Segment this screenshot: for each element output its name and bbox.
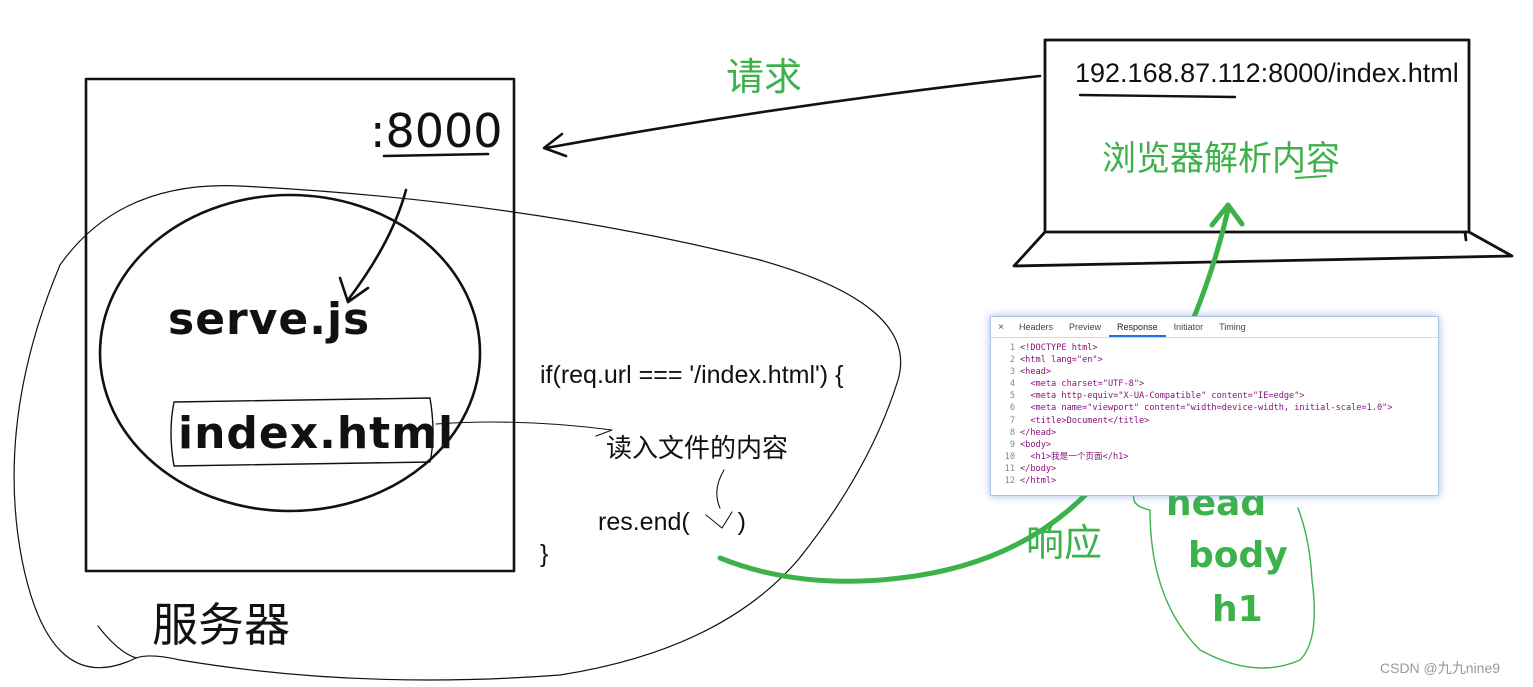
tab-response[interactable]: Response: [1109, 317, 1166, 337]
source-text: <body>: [1020, 439, 1052, 450]
tab-headers[interactable]: Headers: [1019, 322, 1054, 332]
port-label: :8000: [370, 104, 503, 158]
line-number: 7: [1009, 415, 1015, 426]
index-html-label: index.html: [178, 408, 455, 459]
server-label: 服务器: [152, 598, 290, 652]
source-text: </html>: [1020, 476, 1057, 487]
source-text: <html lang="en">: [1020, 355, 1103, 366]
serve-ellipse: [98, 193, 482, 513]
res-end-call: res.end(: [598, 508, 690, 536]
source-text: <meta name="viewport" content="width=dev…: [1020, 403, 1393, 414]
index-box: [170, 397, 434, 467]
browser-url: 192.168.87.112:8000/index.html: [1075, 58, 1459, 88]
source-line: 5 <meta http-equiv="X-UA-Compatible" con…: [991, 390, 1438, 402]
source-text: <head>: [1020, 367, 1052, 378]
source-line: 11 </body>: [991, 463, 1438, 475]
source-line: 2 <html lang="en">: [991, 354, 1438, 366]
source-text: <!DOCTYPE html>: [1020, 343, 1098, 353]
response-label: 响应: [1026, 521, 1103, 565]
tab-initiator[interactable]: Initiator: [1173, 322, 1204, 332]
source-line: 7 <title>Document</title>: [991, 415, 1438, 427]
laptop-screen: [1043, 38, 1471, 234]
source-text: </head>: [1020, 427, 1057, 438]
line-number: 9: [1009, 439, 1015, 450]
line-number: 5: [1009, 391, 1015, 402]
port-to-serve-arrow: [338, 188, 408, 304]
laptop-base: [1012, 230, 1514, 268]
request-arrow: [542, 74, 1042, 158]
source-line: 9 <body>: [991, 439, 1438, 451]
watermark: CSDN @九九nine9: [1380, 660, 1501, 676]
serve-js-label: serve.js: [168, 294, 371, 345]
line-number: 11: [1004, 463, 1015, 474]
source-line: 8 </head>: [991, 427, 1438, 439]
source-text: <meta http-equiv="X-UA-Compatible" conte…: [1020, 391, 1305, 402]
parse-underline: [1295, 175, 1327, 179]
browser-parse-label: 浏览器解析内容: [1102, 139, 1340, 179]
source-line: 10 <h1>我是一个页面</h1>: [991, 451, 1438, 463]
line-number: 8: [1009, 427, 1015, 438]
res-end-statement: res.end( ): [598, 510, 746, 535]
port-underline: [382, 152, 490, 158]
source-line: 4 <meta charset="UTF-8">: [991, 378, 1438, 390]
structure-body-label: body: [1188, 535, 1288, 576]
structure-loop: [1132, 485, 1315, 669]
source-line: 1 <!DOCTYPE html>: [991, 342, 1438, 354]
devtools-response-panel: × Headers Preview Response Initiator Tim…: [990, 316, 1439, 496]
structure-h1-label: h1: [1212, 589, 1263, 630]
line-number: 6: [1009, 403, 1015, 414]
server-box: [84, 77, 516, 573]
url-underline: [1078, 93, 1237, 99]
source-text: <meta charset="UTF-8">: [1020, 379, 1145, 390]
tab-preview[interactable]: Preview: [1069, 322, 1102, 332]
source-text: </body>: [1020, 463, 1057, 474]
res-end-close: ): [737, 508, 746, 536]
server-scribble: [13, 185, 902, 681]
line-number: 2: [1009, 355, 1015, 366]
line-number: 3: [1009, 367, 1015, 378]
close-icon[interactable]: ×: [998, 321, 1004, 333]
source-text: <h1>我是一个页面</h1>: [1020, 451, 1129, 462]
if-statement: if(req.url === '/index.html') {: [540, 361, 844, 389]
read-file-note: 读入文件的内容: [606, 434, 789, 464]
line-number: 12: [1004, 476, 1015, 487]
request-label: 请求: [726, 55, 803, 99]
line-number: 1: [1009, 343, 1015, 353]
devtools-tab-bar: × Headers Preview Response Initiator Tim…: [991, 317, 1438, 338]
line-number: 10: [1004, 451, 1015, 462]
closing-brace: }: [540, 540, 549, 568]
read-to-resend-arrow: [705, 469, 733, 529]
source-line: 12 </html>: [991, 475, 1438, 487]
tab-timing[interactable]: Timing: [1219, 322, 1246, 332]
source-line: 3 <head>: [991, 366, 1438, 378]
source-line: 6 <meta name="viewport" content="width=d…: [991, 402, 1438, 414]
source-text: <title>Document</title>: [1020, 415, 1150, 426]
line-number: 4: [1009, 379, 1015, 390]
response-source: 1 <!DOCTYPE html> 2 <html lang="en"> 3 <head>…: [991, 338, 1438, 487]
index-to-read-connector: [435, 421, 613, 437]
